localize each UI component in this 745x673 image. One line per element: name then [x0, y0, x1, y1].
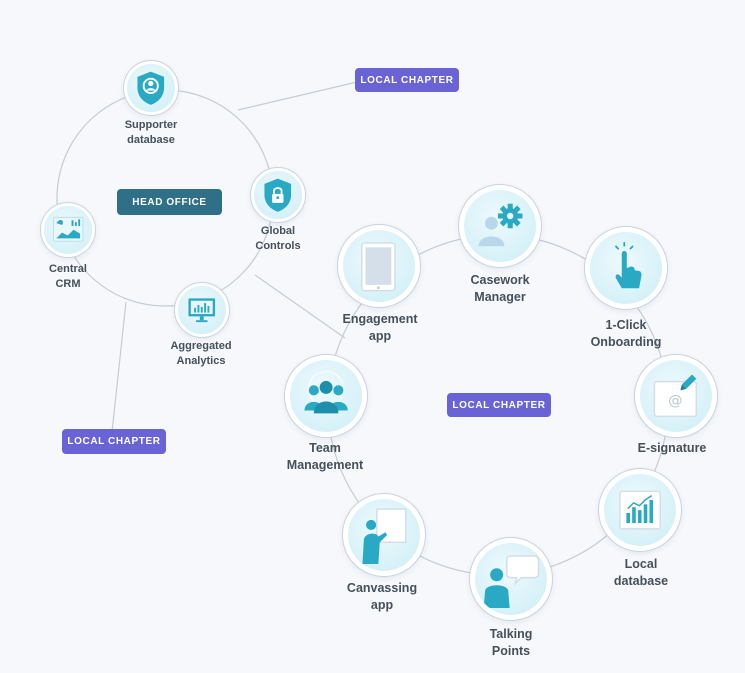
engagement-app-node: [337, 224, 421, 308]
speech-person-icon: [483, 555, 540, 608]
e-signature-node: @: [634, 354, 718, 438]
talking-points-label: Talking Points: [489, 627, 533, 658]
link-to-local-chapter: [254, 274, 346, 339]
monitor-bars-icon: [188, 298, 216, 323]
onboarding-node: [584, 226, 668, 310]
shield-lock-icon: [264, 178, 292, 213]
crm-chart-icon: [53, 217, 84, 242]
e-signature-label: E-signature: [637, 441, 707, 455]
link-to-left-chapter: [111, 301, 127, 433]
team-management-label: Team Management: [286, 441, 364, 472]
envelope-pen-icon: @: [653, 374, 697, 417]
local-database-node: [598, 468, 682, 552]
casework-manager-node: [458, 184, 542, 268]
central-crm-label: Central CRM: [49, 263, 87, 290]
user-gear-icon: [478, 203, 523, 247]
central-crm-node: [40, 202, 96, 258]
tap-hand-icon: [614, 241, 642, 289]
tablet-icon: [360, 242, 396, 292]
talking-points-node: [469, 537, 553, 621]
casework-manager-label: Casework Manager: [470, 273, 530, 304]
canvassing-app-node: [342, 493, 426, 577]
presenter-board-icon: [362, 508, 407, 564]
local-chapter-badge-left: LOCAL CHAPTER: [62, 429, 166, 454]
global-controls-label: Global Controls: [255, 225, 301, 252]
team-management-node: [284, 354, 368, 438]
engagement-app-label: Engagement app: [342, 312, 418, 343]
global-controls-node: [250, 167, 306, 223]
aggregated-analytics-label: Aggregated Analytics: [170, 340, 232, 367]
local-chapter-badge-top: LOCAL CHAPTER: [355, 68, 459, 92]
head-office-badge: HEAD OFFICE: [117, 189, 222, 215]
local-database-label: Local database: [613, 557, 669, 588]
shield-user-icon: [137, 71, 165, 106]
onboarding-label: 1-Click Onboarding: [590, 318, 662, 349]
team-group-icon: [304, 370, 348, 414]
link-to-top-chapter: [237, 81, 358, 111]
svg-text:@: @: [668, 393, 682, 409]
supporter-database-label: Supporter database: [124, 119, 178, 146]
bar-chart-icon: [619, 490, 661, 530]
supporter-database-node: [123, 60, 179, 116]
local-chapter-badge-center: LOCAL CHAPTER: [447, 393, 551, 417]
canvassing-app-label: Canvassing app: [346, 581, 418, 612]
aggregated-analytics-node: [174, 282, 230, 338]
